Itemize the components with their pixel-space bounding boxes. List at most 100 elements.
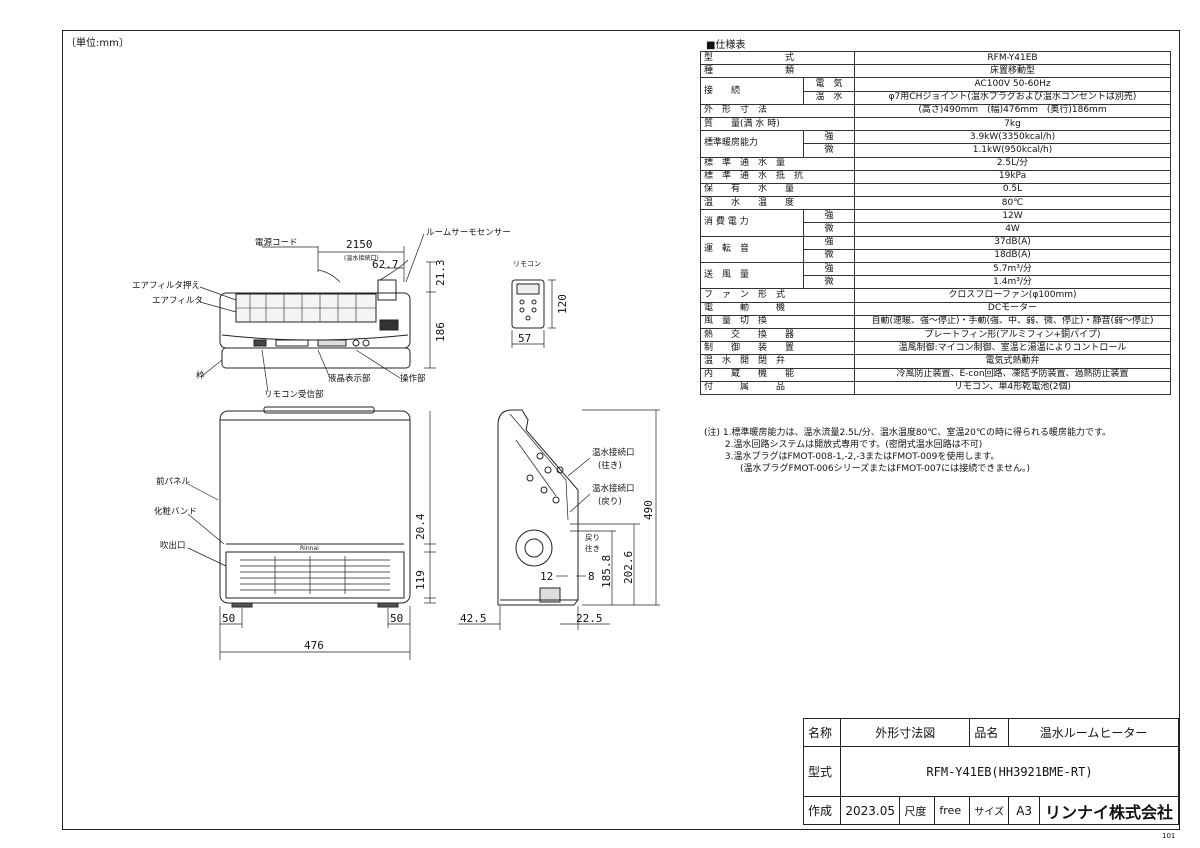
spec-label: 制 御 装 置 — [700, 341, 855, 356]
spec-sublabel: 強 — [803, 235, 855, 250]
spec-value: 3.9kW(3350kcal/h) — [854, 130, 1171, 145]
dim-cord-length: 2150 — [346, 238, 373, 251]
label-lcd: 液晶表示部 — [328, 373, 371, 384]
label-remote-receiver: リモコン受信部 — [264, 389, 324, 400]
spec-label: 標準暖房能力 — [700, 130, 804, 158]
spec-row: 内 蔵 機 能冷風防止装置、E-con回路、凍結予防装置、過熱防止装置 — [700, 367, 1171, 382]
spec-value: 4W — [854, 222, 1171, 237]
spec-label: 外 形 寸 法 — [700, 103, 855, 118]
label-hot-supply-sub: (往き) — [598, 460, 622, 471]
spec-value: クロスフローファン(φ100mm) — [854, 288, 1171, 303]
dim-foot-left: 50 — [222, 612, 235, 625]
spec-value: 12W — [854, 209, 1171, 224]
tb-size-value: A3 — [1008, 796, 1041, 825]
tb-scale-label: 尺度 — [899, 796, 936, 825]
spec-label: 質 量(満 水 時) — [700, 116, 855, 132]
label-hot-return-sub: (戻り) — [598, 496, 622, 507]
spec-sublabel: 微 — [803, 248, 855, 264]
spec-sublabel: 微 — [803, 222, 855, 237]
spec-label: 運 転 音 — [700, 235, 804, 264]
spec-value: 7kg — [854, 116, 1171, 132]
dim-remote-height: 120 — [556, 294, 569, 314]
dim-connection-high: 202.6 — [622, 551, 635, 584]
tb-made-value: 2023.05 — [839, 796, 901, 825]
tb-product-value: 温水ルームヒーター — [1008, 718, 1179, 747]
spec-row: 風 量 切 換自動(速暖、強～停止)・手動(強、中、弱、微、停止)・静音(弱～停… — [700, 314, 1171, 329]
dim-connection-low: 185.8 — [600, 555, 613, 588]
label-cord-sub: (温水接続口) — [344, 254, 379, 262]
spec-value: プレートフィン形(アルミフィン+銅パイプ) — [854, 327, 1171, 343]
label-deco-band: 化粧バンド — [154, 506, 197, 517]
spec-row: 制 御 装 置温風制御:マイコン制御、室温と湯温によりコントロール — [700, 341, 1171, 356]
spec-row: 付 属 品リモコン、単4形乾電池(2個) — [700, 380, 1171, 395]
spec-sublabel: 強 — [803, 261, 855, 277]
dim-outlet: 119 — [414, 570, 427, 590]
spec-value: 床置移動型 — [854, 64, 1171, 79]
dim-cord-offset: 62.7 — [372, 258, 399, 271]
spec-value: 自動(速暖、強～停止)・手動(強、中、弱、微、停止)・静音(弱～停止) — [854, 314, 1171, 329]
label-remote: リモコン — [513, 260, 541, 268]
spec-sublabel: 温 水 — [803, 90, 855, 105]
spec-value: φ7用CHジョイント(温水プラグおよび温水コンセントは別売) — [854, 90, 1171, 105]
spec-value: 冷風防止装置、E-con回路、凍結予防装置、過熱防止装置 — [854, 367, 1171, 382]
spec-label: 接 続 — [700, 77, 804, 105]
spec-label: 保 有 水 量 — [700, 182, 855, 198]
tb-name-label: 名称 — [803, 718, 841, 747]
spec-note: 3.温水プラグはFMOT-008-1,-2,-3またはFMOT-009を使用しま… — [704, 452, 1000, 462]
spec-value: 5.7m³/分 — [854, 261, 1171, 277]
tb-model-label: 型式 — [803, 746, 841, 797]
unit-note: 〔単位:mm〕 — [66, 38, 129, 49]
side-view — [497, 409, 579, 606]
label-operation: 操作部 — [400, 373, 426, 384]
label-hot-supply: 温水接続口 — [592, 447, 635, 458]
dim-depth: 186 — [434, 322, 447, 342]
spec-value: 37dB(A) — [854, 235, 1171, 250]
spec-label: 標 準 通 水 量 — [700, 156, 855, 171]
spec-value: RFM-Y41EB — [854, 50, 1171, 66]
dim-remote-width: 57 — [518, 332, 531, 345]
tb-model-value: RFM-Y41EB(HH3921BME-RT) — [840, 746, 1179, 797]
dim-side-left: 42.5 — [460, 612, 487, 625]
spec-row: 種 類床置移動型 — [700, 64, 1171, 79]
spec-value: 2.5L/分 — [854, 156, 1171, 171]
spec-value: 80℃ — [854, 196, 1171, 211]
spec-note: (温水プラグFMOT-006シリーズまたはFMOT-007には接続できません。) — [704, 464, 1031, 474]
spec-row: 質 量(満 水 時)7kg — [700, 116, 1171, 132]
spec-table-title: ■仕様表 — [706, 40, 746, 51]
dim-height: 490 — [642, 500, 655, 520]
front-view — [219, 406, 411, 608]
spec-value: 1.1kW(950kcal/h) — [854, 143, 1171, 158]
spec-sublabel: 電 気 — [803, 77, 855, 92]
spec-value: 温風制御:マイコン制御、室温と湯温によりコントロール — [854, 341, 1171, 356]
label-supply: 往き — [585, 543, 600, 553]
spec-value: リモコン、単4形乾電池(2個) — [854, 380, 1171, 395]
spec-note: (注) 1.標準暖房能力は、温水流量2.5L/分、温水温度80℃、室温20℃の時… — [704, 428, 1112, 438]
spec-notes: (注) 1.標準暖房能力は、温水流量2.5L/分、温水温度80℃、室温20℃の時… — [704, 427, 1111, 475]
spec-label: 付 属 品 — [700, 380, 855, 395]
dim-pipe-b: 8 — [588, 570, 595, 583]
title-block: 名称 外形寸法図 品名 温水ルームヒーター 型式 RFM-Y41EB(HH392… — [803, 718, 1179, 825]
spec-label: 消 費 電 力 — [700, 209, 804, 237]
label-outlet: 吹出口 — [160, 540, 186, 551]
spec-value: 1.4m³/分 — [854, 275, 1171, 290]
brand-logo: Rinnai — [300, 545, 319, 552]
doc-number: 101 — [1162, 832, 1176, 840]
tb-scale-value: free — [934, 796, 971, 825]
spec-sublabel: 強 — [803, 130, 855, 145]
spec-sublabel: 強 — [803, 209, 855, 224]
spec-value: 電気式熱動弁 — [854, 354, 1171, 369]
spec-note: 2.温水回路システムは開放式専用です。(密閉式温水回路は不可) — [704, 440, 983, 450]
tb-company: リンナイ株式会社 — [1039, 796, 1179, 825]
label-frame: 枠 — [196, 370, 205, 381]
spec-value: DCモーター — [854, 301, 1171, 316]
spec-value: 0.5L — [854, 182, 1171, 198]
